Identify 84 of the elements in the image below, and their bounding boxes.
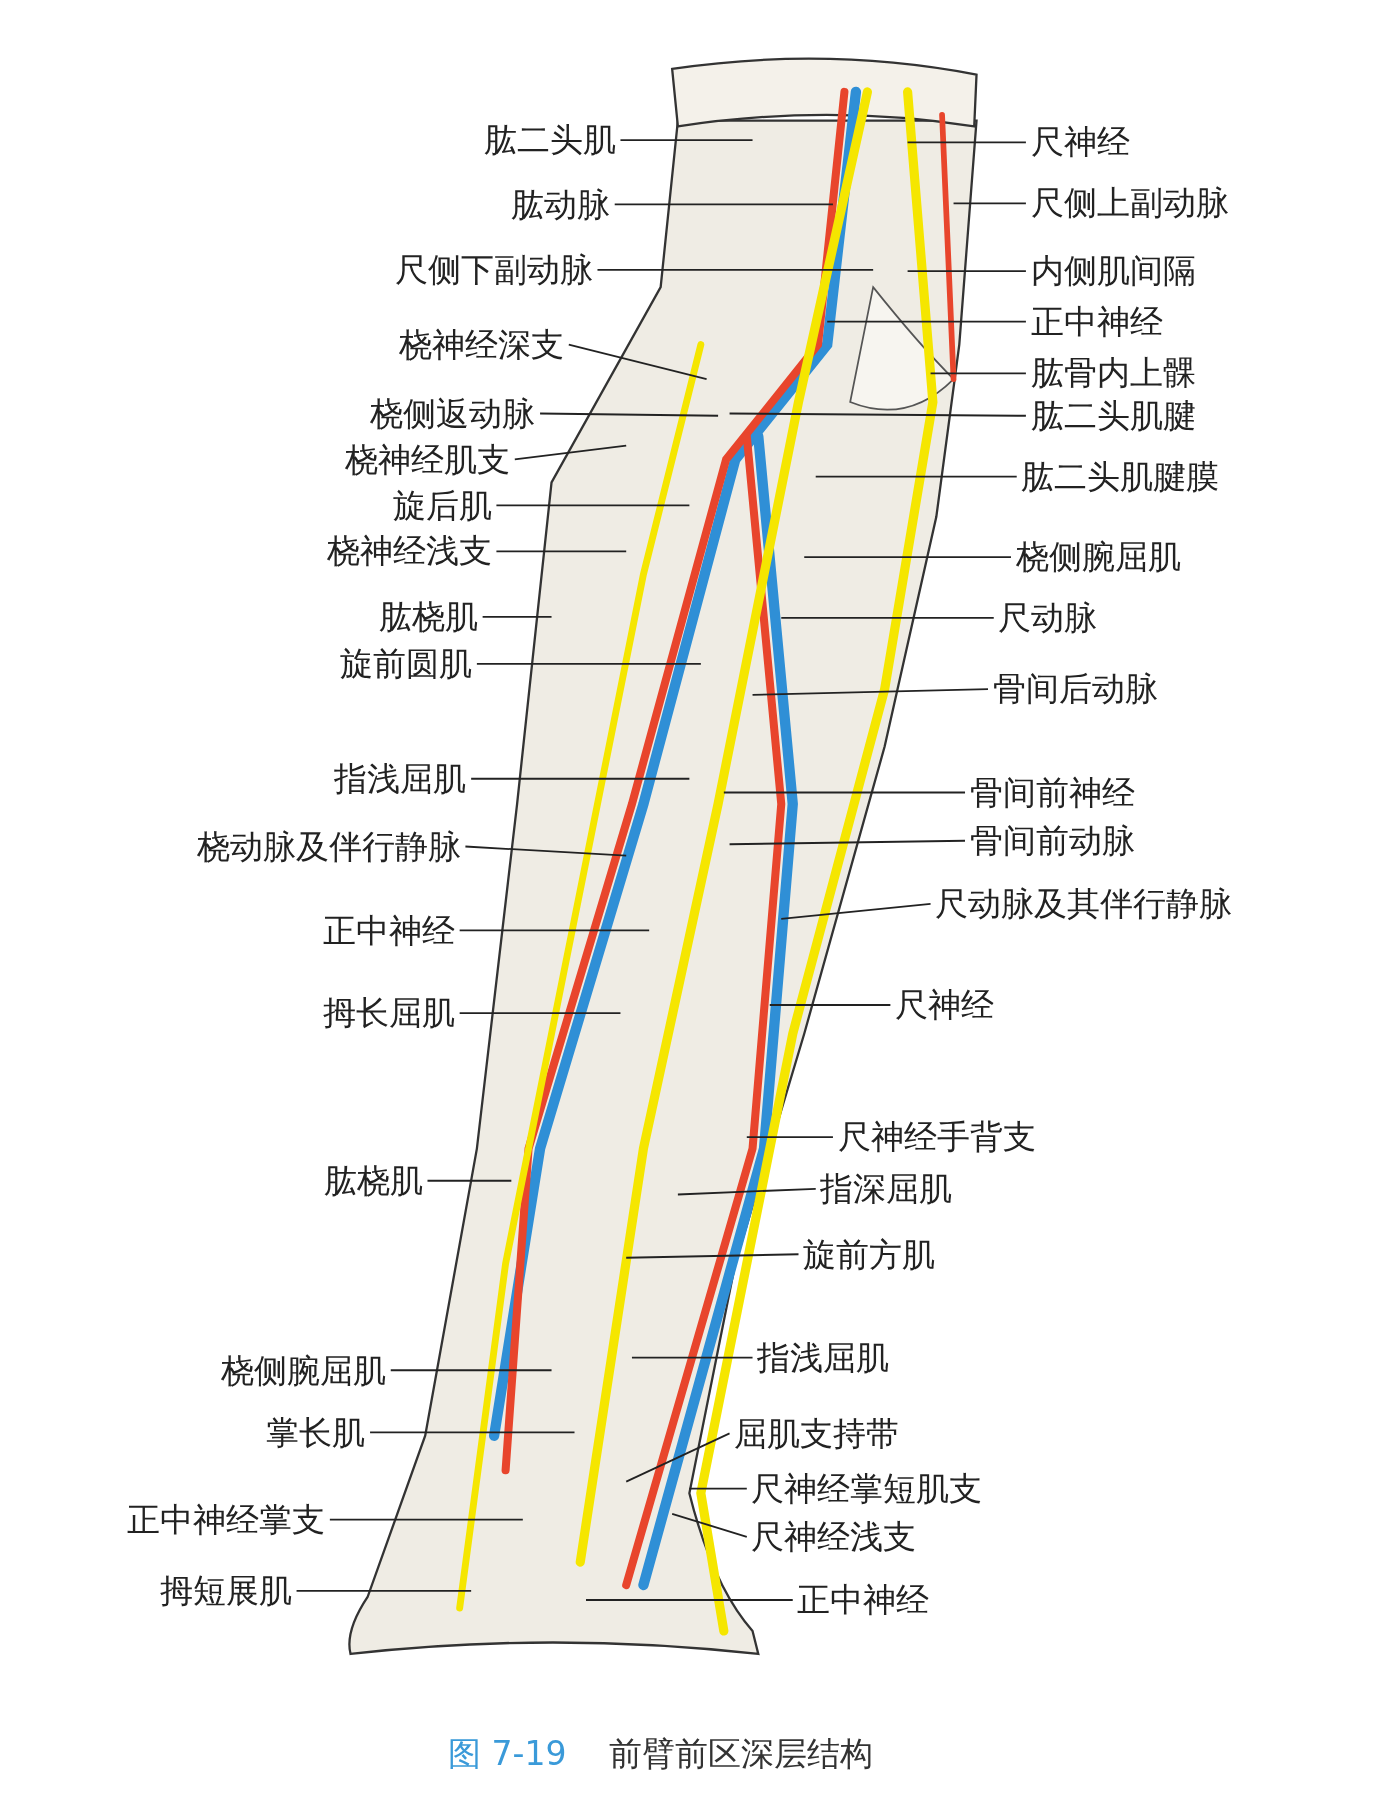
leader-line (495, 550, 628, 553)
leader-line (722, 791, 966, 794)
part-label: 桡神经肌支 (345, 439, 511, 480)
part-label: 肱桡肌 (323, 1161, 423, 1202)
leader-line (619, 139, 754, 142)
part-label: 骨间后动脉 (992, 669, 1158, 710)
leader-line (780, 617, 995, 619)
leader-line (470, 777, 691, 780)
leader-line (728, 839, 966, 846)
leader-line (745, 1136, 834, 1139)
figure-number: 图 7-19 (448, 1733, 567, 1774)
leader-line (952, 202, 1027, 205)
part-label: 桡动脉及伴行静脉 (196, 826, 461, 867)
part-label: 旋前方肌 (803, 1234, 936, 1275)
part-label: 尺侧上副动脉 (1030, 183, 1229, 224)
part-label: 旋后肌 (392, 485, 492, 526)
leader-line (585, 1599, 794, 1601)
part-label: 拇长屈肌 (323, 993, 455, 1034)
leader-line (464, 845, 628, 857)
part-label: 肱动脉 (511, 184, 611, 225)
part-label: 骨间前动脉 (969, 821, 1135, 862)
leader-line (803, 556, 1012, 558)
part-label: 尺神经掌短肌支 (751, 1469, 983, 1510)
part-label: 桡神经深支 (399, 324, 565, 365)
leader-line (906, 270, 1027, 272)
part-label: 尺神经 (1030, 122, 1130, 163)
leader-line (676, 1187, 817, 1196)
part-label: 正中神经 (1030, 301, 1163, 342)
leader-line (625, 1432, 731, 1483)
figure-caption: 前臂前区深层结构 (608, 1733, 873, 1774)
leader-line (426, 1179, 513, 1182)
leader-line (688, 1487, 748, 1490)
leader-line (929, 372, 1027, 375)
leader-line (295, 1589, 473, 1592)
part-label: 旋前圆肌 (340, 644, 473, 685)
leader-line (513, 444, 628, 461)
part-label: 指浅屈肌 (757, 1338, 890, 1379)
part-label: 尺动脉及其伴行静脉 (935, 884, 1233, 925)
leader-line (539, 412, 719, 417)
part-label: 骨间前神经 (969, 772, 1135, 813)
part-label: 掌长肌 (266, 1412, 366, 1453)
leader-line (814, 475, 1018, 478)
part-label: 桡侧返动脉 (370, 393, 536, 434)
part-label: 肱二头肌 (483, 120, 616, 161)
part-label: 肱骨内上髁 (1030, 353, 1196, 394)
part-label: 尺神经 (895, 985, 995, 1026)
part-label: 正中神经掌支 (127, 1500, 326, 1541)
part-label: 桡神经浅支 (326, 531, 492, 572)
leader-line (728, 412, 1027, 417)
part-label: 尺动脉 (998, 598, 1098, 639)
part-label: 尺侧下副动脉 (394, 250, 593, 290)
part-label: 肱二头肌腱 (1030, 395, 1196, 436)
part-label: 指浅屈肌 (334, 759, 467, 799)
leader-line (328, 1518, 524, 1521)
leader-line (567, 343, 708, 380)
part-label: 肱二头肌腱膜 (1021, 456, 1220, 497)
leader-line (780, 903, 932, 920)
leader-line (671, 1512, 748, 1538)
leader-line (631, 1356, 754, 1359)
leader-line (458, 929, 651, 932)
leader-line (613, 203, 834, 206)
part-label: 正中神经 (323, 910, 455, 951)
leader-line (596, 269, 875, 271)
part-label: 肱桡肌 (378, 597, 478, 637)
part-label: 内侧肌间隔 (1030, 251, 1196, 292)
part-label: 桡侧腕屈肌 (1015, 537, 1181, 578)
leader-line (481, 615, 553, 618)
leader-line (389, 1369, 553, 1372)
part-label: 屈肌支持带 (734, 1413, 900, 1454)
leader-line (458, 1012, 622, 1014)
leader-line (475, 662, 702, 665)
leader-line (625, 1253, 800, 1259)
part-label: 尺神经手背支 (837, 1117, 1036, 1158)
leader-line (826, 320, 1027, 323)
part-label: 拇短展肌 (159, 1571, 292, 1612)
part-label: 桡侧腕屈肌 (221, 1350, 387, 1391)
part-label: 尺神经浅支 (751, 1517, 917, 1558)
part-label: 指深屈肌 (820, 1169, 953, 1210)
leader-line (906, 141, 1027, 144)
leader-line (768, 1004, 892, 1006)
leader-line (369, 1431, 576, 1434)
part-label: 正中神经 (797, 1580, 930, 1621)
leader-line (495, 504, 691, 507)
leader-line (751, 688, 989, 696)
